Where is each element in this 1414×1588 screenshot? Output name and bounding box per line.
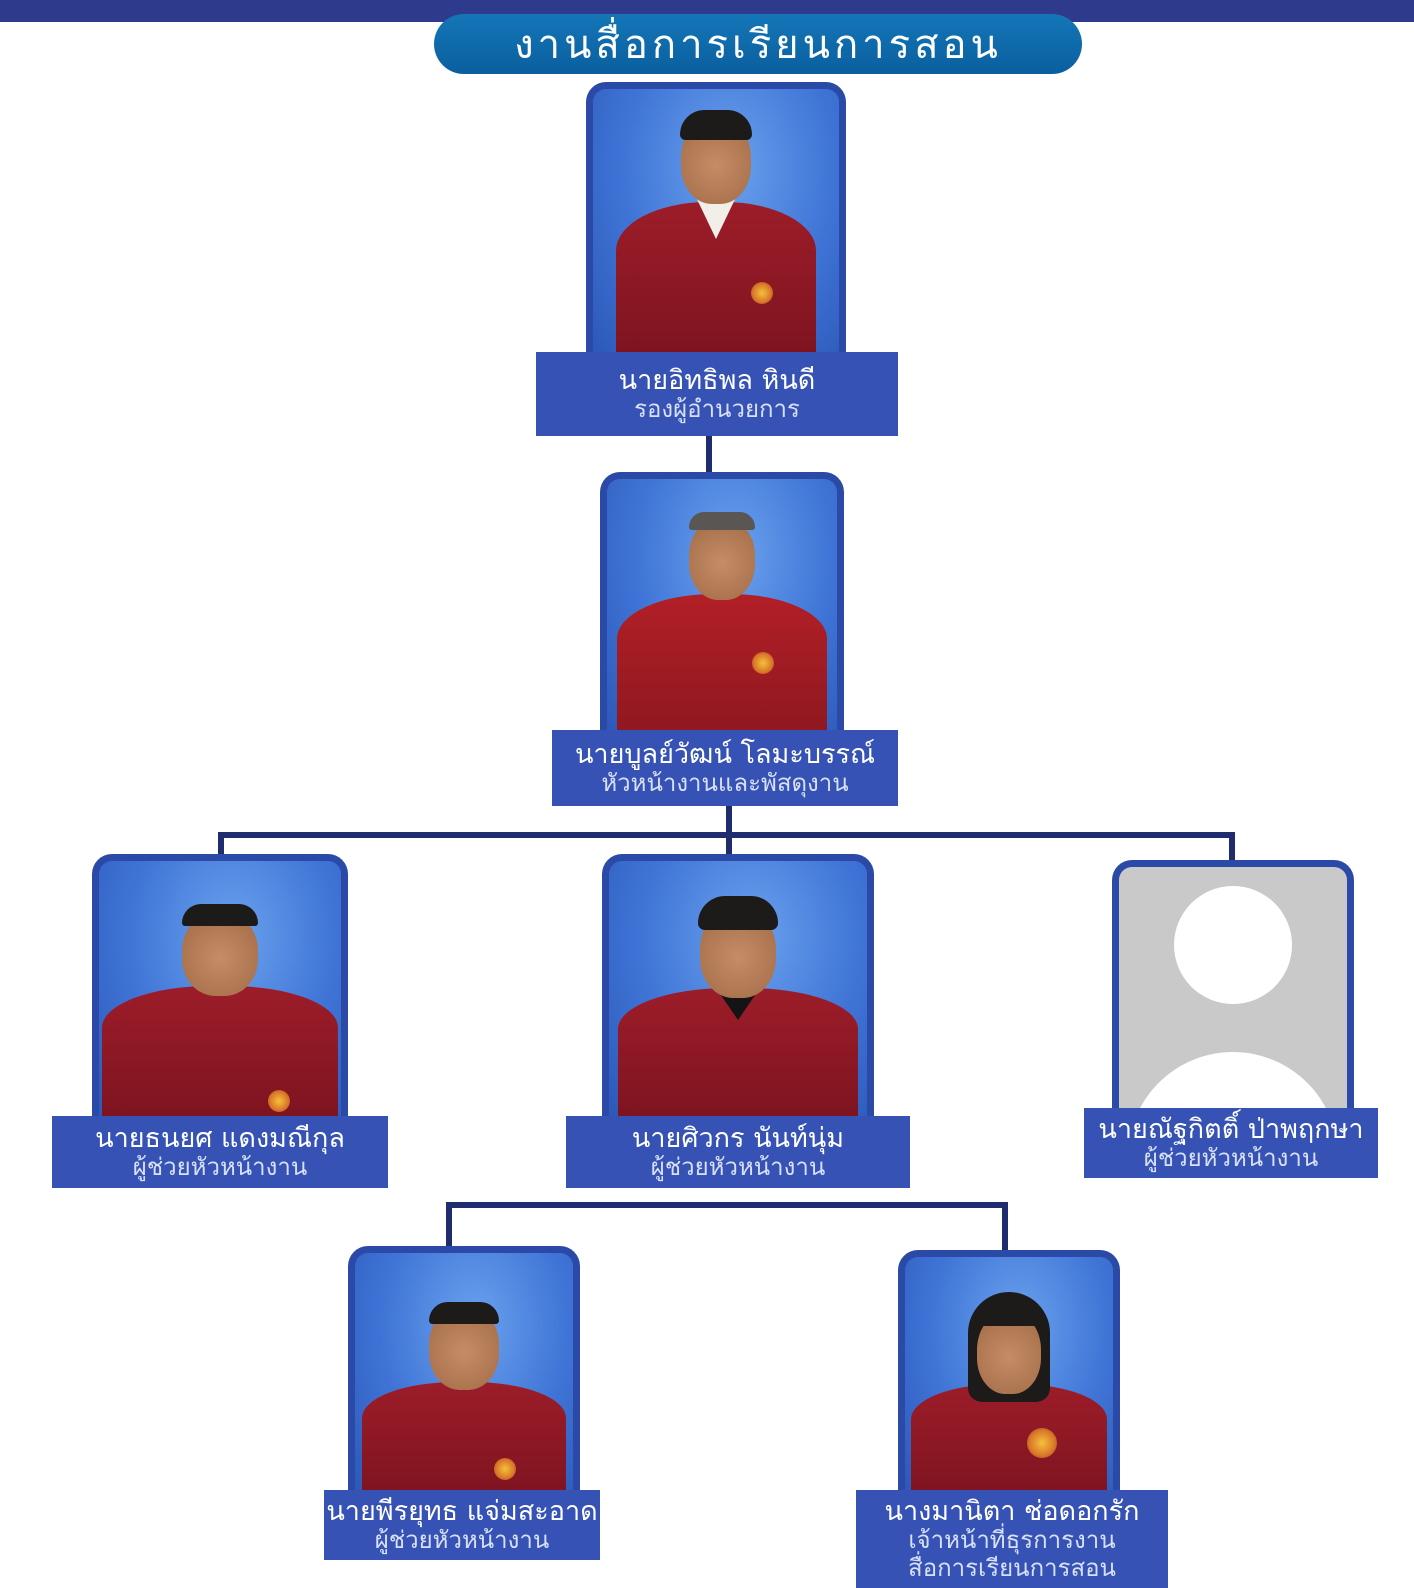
connector-l3-mid-drop — [726, 832, 732, 856]
member-photo-4 — [602, 854, 874, 1116]
connector-l4-horizontal — [446, 1202, 1008, 1208]
member-label-2: นายบูลย์วัฒน์ โลมะบรรณ์ หัวหน้างานและพัส… — [552, 730, 898, 806]
member-role: ผู้ช่วยหัวหน้างาน — [1144, 1145, 1319, 1173]
member-role: หัวหน้างานและพัสดุงาน — [601, 770, 848, 798]
connector-l1-l2 — [706, 432, 712, 472]
member-label-3: นายธนยศ แดงมณีกุล ผู้ช่วยหัวหน้างาน — [52, 1116, 388, 1188]
member-role: ผู้ช่วยหัวหน้างาน — [375, 1527, 550, 1555]
avatar-placeholder-icon — [1174, 886, 1292, 1004]
member-photo-2 — [600, 472, 844, 734]
member-label-1: นายอิทธิพล หินดี รองผู้อำนวยการ — [536, 352, 898, 436]
member-photo-7 — [898, 1250, 1120, 1494]
member-role-line2: สื่อการเรียนการสอน — [908, 1555, 1116, 1583]
member-role: เจ้าหน้าที่ธุรการงาน — [908, 1527, 1115, 1555]
member-name: นายอิทธิพล หินดี — [619, 365, 816, 396]
member-label-4: นายศิวกร นันท์นุ่ม ผู้ช่วยหัวหน้างาน — [566, 1116, 910, 1188]
connector-l3-left-drop — [218, 832, 224, 856]
member-label-6: นายพีรยุทธ แจ่มสะอาด ผู้ช่วยหัวหน้างาน — [324, 1490, 600, 1560]
member-role: รองผู้อำนวยการ — [634, 396, 800, 424]
member-name: นายศิวกร นันท์นุ่ม — [632, 1123, 844, 1154]
member-name: นางมานิตา ช่อดอกรัก — [885, 1496, 1140, 1527]
member-photo-5 — [1112, 860, 1354, 1112]
member-photo-1 — [586, 82, 846, 354]
member-name: นายพีรยุทธ แจ่มสะอาด — [326, 1496, 597, 1527]
connector-l4-left-drop — [446, 1202, 452, 1248]
member-role: ผู้ช่วยหัวหน้างาน — [651, 1154, 826, 1182]
member-name: นายณัฐกิตติ์ ป่าพฤกษา — [1098, 1114, 1363, 1145]
connector-l2-down — [726, 802, 732, 836]
member-photo-6 — [348, 1246, 580, 1494]
page-title: งานสื่อการเรียนการสอน — [434, 14, 1082, 74]
member-role: ผู้ช่วยหัวหน้างาน — [133, 1154, 308, 1182]
member-label-5: นายณัฐกิตติ์ ป่าพฤกษา ผู้ช่วยหัวหน้างาน — [1084, 1108, 1378, 1178]
member-name: นายบูลย์วัฒน์ โลมะบรรณ์ — [575, 739, 875, 770]
member-photo-3 — [92, 854, 348, 1116]
connector-l3-right-drop — [1229, 832, 1235, 860]
avatar-placeholder-body — [1128, 1052, 1338, 1112]
member-label-7: นางมานิตา ช่อดอกรัก เจ้าหน้าที่ธุรการงาน… — [856, 1490, 1168, 1588]
connector-l4-right-drop — [1002, 1202, 1008, 1252]
member-name: นายธนยศ แดงมณีกุล — [95, 1123, 345, 1154]
